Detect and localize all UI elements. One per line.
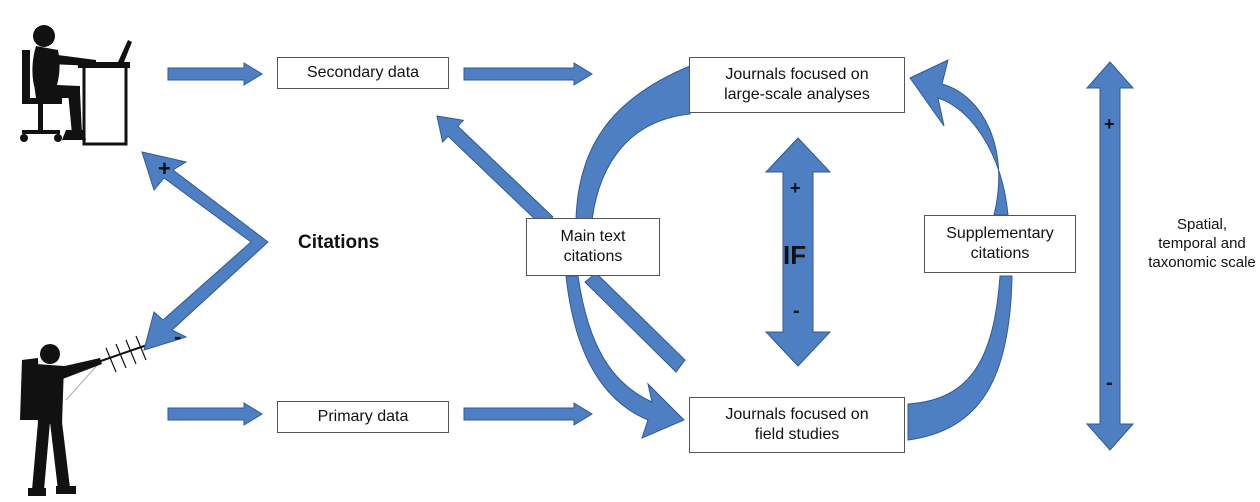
secondary-data-box: Secondary data xyxy=(277,57,449,89)
citations-label: Citations xyxy=(298,232,380,253)
primary-data-label: Primary data xyxy=(317,408,409,425)
supplementary-line-1: Supplementary xyxy=(946,225,1054,242)
main-text-line-2: citations xyxy=(563,248,623,265)
scale-label-line-3: taxonomic scale xyxy=(1148,254,1256,271)
secondary-data-label: Secondary data xyxy=(306,64,420,81)
impact-factor-label: IF xyxy=(783,240,807,270)
journals-field-line-2: field studies xyxy=(754,426,840,443)
arrow-researcher-to-primary xyxy=(167,402,263,426)
citations-plus-sign: + xyxy=(158,156,171,181)
journals-large-scale-box: Journals focused on large-scale analyses xyxy=(689,57,905,113)
supplementary-citations-box: Supplementary citations xyxy=(924,215,1076,273)
scale-label: Spatial, temporal and taxonomic scale xyxy=(1144,215,1260,272)
arrows xyxy=(141,59,1135,451)
main-text-citations-box: Main text citations xyxy=(526,218,660,276)
journals-large-line-2: large-scale analyses xyxy=(724,86,870,103)
supplementary-line-2: citations xyxy=(970,245,1030,262)
arrow-computer-to-secondary xyxy=(167,62,263,86)
citations-chevron-arrow xyxy=(141,151,269,351)
citations-minus-sign: - xyxy=(174,324,182,349)
arrow-primary-to-journals xyxy=(463,402,593,426)
journals-field-line-1: Journals focused on xyxy=(725,406,869,423)
journals-large-line-1: Journals focused on xyxy=(725,66,869,83)
journals-field-studies-box: Journals focused on field studies xyxy=(689,397,905,453)
curve-supplementary-to-large-arrow xyxy=(909,59,1009,216)
if-plus-sign: + xyxy=(790,178,801,198)
arrow-secondary-to-journals xyxy=(463,62,593,86)
curve-main-to-field-arrow xyxy=(565,275,685,439)
if-minus-sign: - xyxy=(793,300,800,322)
curve-field-to-supplementary xyxy=(907,275,1013,441)
person-at-computer-icon xyxy=(20,25,132,146)
field-researcher-with-antenna-icon xyxy=(20,335,151,496)
arrow-main-to-field-diagonal xyxy=(584,272,686,373)
scale-label-line-1: Spatial, xyxy=(1176,216,1228,233)
scale-minus-sign: - xyxy=(1106,372,1113,394)
scale-plus-sign: + xyxy=(1104,114,1115,134)
main-text-line-1: Main text xyxy=(560,228,626,245)
scale-double-arrow xyxy=(1085,61,1135,451)
primary-data-box: Primary data xyxy=(277,401,449,433)
impact-factor-double-arrow xyxy=(764,137,832,367)
curve-left-arrow xyxy=(575,65,691,221)
arrow-main-to-secondary xyxy=(436,115,554,228)
scale-label-line-2: temporal and xyxy=(1158,235,1246,252)
